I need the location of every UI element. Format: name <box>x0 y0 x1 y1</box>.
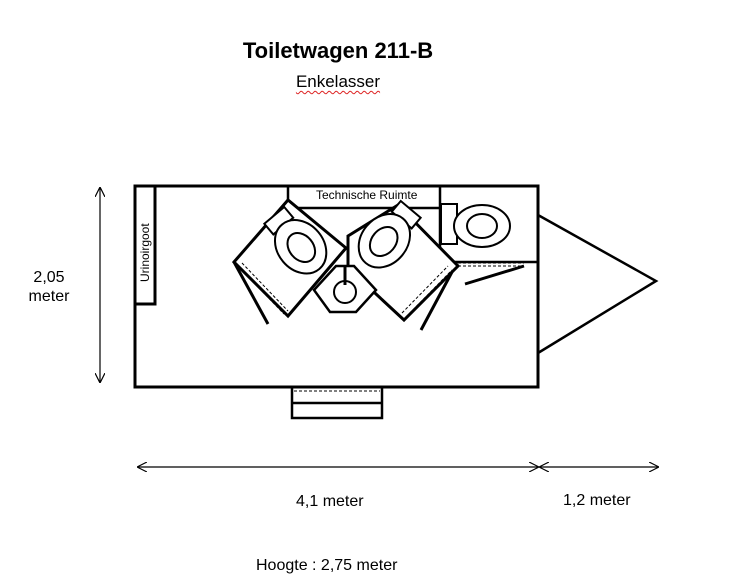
diagram-subtitle: Enkelasser <box>295 72 381 91</box>
diagram-title: Toiletwagen 211-B <box>242 38 434 63</box>
drawbar <box>537 213 659 355</box>
technical-room-label: Technische Ruimte <box>316 188 418 202</box>
trailer-height-note: Hoogte : 2,75 meter <box>256 557 398 574</box>
technical-room-wall <box>286 186 442 210</box>
urinal-trough <box>133 184 157 306</box>
washbasin <box>312 264 378 314</box>
drawbar-dimension-label: 1,2 meter <box>563 492 631 509</box>
height-value: 2,05 <box>33 269 65 286</box>
height-unit: meter <box>28 288 70 305</box>
urinal-label: Urinoirgoot <box>138 223 152 282</box>
entrance-steps <box>290 385 384 420</box>
cubicle-right <box>438 203 538 286</box>
length-dimension-label: 4,1 meter <box>296 493 364 510</box>
cubicle-left <box>231 197 349 325</box>
height-dimension-label: 2,05 meter <box>14 268 84 306</box>
